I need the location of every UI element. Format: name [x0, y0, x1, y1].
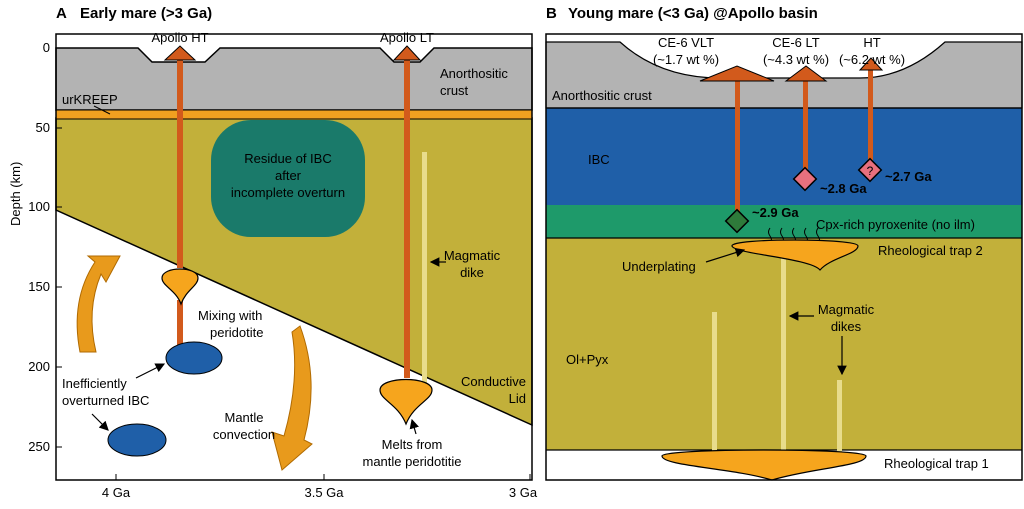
- vlt-vent-icon: [699, 65, 775, 82]
- y-axis-label: Depth (km): [8, 162, 23, 226]
- magmatic-dike-label: Magmatic: [444, 248, 501, 263]
- y-tick-label: 250: [28, 439, 50, 454]
- ibc-blob-upper: [165, 341, 223, 375]
- panel-a-letter: A: [56, 5, 67, 22]
- ibc-blob-lower: [107, 423, 167, 457]
- mixing-label: peridotite: [210, 325, 263, 340]
- melts-label: Melts from: [382, 437, 443, 452]
- x-axis: 4 Ga 3.5 Ga 3 Ga: [102, 474, 538, 500]
- apollo-ht-label: Apollo HT: [151, 30, 208, 45]
- apollo-lt-label: Apollo LT: [380, 30, 434, 45]
- urkreep-layer: [55, 109, 533, 120]
- vlt-conduit: [735, 80, 740, 218]
- urkreep-leader: [93, 105, 111, 115]
- inefficient-arrow-lower: [91, 413, 109, 431]
- panel-b-crust: [545, 41, 1023, 109]
- magmatic-dike-label: dike: [460, 265, 484, 280]
- residue-label: Residue of IBC: [244, 151, 331, 166]
- residue-label: after: [275, 168, 302, 183]
- apollo-ht-conduit: [177, 58, 183, 268]
- panel-a: A Early mare (>3 Ga) Depth: [8, 5, 538, 500]
- x-tick-label: 3.5 Ga: [304, 485, 344, 500]
- conductive-lid-label: Lid: [509, 391, 526, 406]
- ce6-vlt-label: (~1.7 wt %): [653, 52, 719, 67]
- ht-source-diamond-icon: [857, 157, 883, 183]
- underplating-label: Underplating: [622, 259, 696, 274]
- inefficient-ibc-label: overturned IBC: [62, 393, 149, 408]
- trap2-label: Rheological trap 2: [878, 243, 983, 258]
- apollo-lt-vent-icon: [392, 45, 422, 61]
- inefficient-ibc-label: Inefficiently: [62, 376, 127, 391]
- urkreep-label: urKREEP: [62, 92, 118, 107]
- apollo-ht-lower-conduit: [177, 300, 183, 348]
- panel-b: B Young mare (<3 Ga) @Apollo basin ?: [545, 5, 1023, 481]
- cpx-layer: [546, 205, 1022, 238]
- vlt-source-diamond-icon: [724, 208, 750, 234]
- anorthositic-crust-label: Anorthositic: [440, 66, 508, 81]
- y-tick-label: 50: [36, 120, 50, 135]
- age-29-label: ~2.9 Ga: [752, 205, 799, 220]
- inefficient-arrow-upper: [135, 363, 166, 379]
- apollo-lt-conduit: [404, 58, 410, 378]
- lt-conduit: [803, 80, 808, 176]
- residue-label: incomplete overturn: [231, 185, 345, 200]
- y-axis: Depth (km) 0 50 100 150 200 250: [8, 40, 62, 454]
- x-tick-label: 3 Ga: [509, 485, 538, 500]
- dike-1: [712, 312, 717, 452]
- mantle-convection-label: Mantle: [224, 410, 263, 425]
- anorthositic-crust-label: crust: [440, 83, 469, 98]
- mixing-label: Mixing with: [198, 308, 262, 323]
- lt-source-diamond-icon: [792, 166, 818, 192]
- ht-question-mark: ?: [867, 164, 874, 178]
- lt-melt-pod: [379, 379, 433, 426]
- y-tick-label: 150: [28, 279, 50, 294]
- mantle-convection-label: convection: [213, 427, 275, 442]
- ce6-lt-label: (~4.3 wt %): [763, 52, 829, 67]
- y-tick-label: 200: [28, 359, 50, 374]
- x-tick-label: 4 Ga: [102, 485, 131, 500]
- lt-vent-icon: [784, 65, 828, 82]
- magmatic-dikes-label: dikes: [831, 319, 862, 334]
- conductive-lid-label: Conductive: [461, 374, 526, 389]
- ht-conduit: [868, 68, 873, 166]
- dike-2: [781, 258, 786, 452]
- underplating-pod: [731, 239, 859, 271]
- trap1-pod: [661, 449, 867, 481]
- trap1-label: Rheological trap 1: [884, 456, 989, 471]
- age-27-label: ~2.7 Ga: [885, 169, 932, 184]
- ibc-layer: [546, 108, 1022, 205]
- dike-3: [837, 380, 842, 452]
- ht-label: HT: [863, 35, 880, 50]
- apollo-ht-vent-icon: [163, 45, 197, 61]
- cpx-label: Cpx-rich pyroxenite (no ilm): [816, 217, 975, 232]
- magmatic-dike: [422, 152, 427, 384]
- ht-vent-icon: [858, 57, 884, 71]
- olpyx-label: Ol+Pyx: [566, 352, 609, 367]
- panel-b-letter: B: [546, 5, 557, 22]
- ht-label: (~6.2 wt %): [839, 52, 905, 67]
- ibc-residue: [211, 120, 365, 237]
- convection-down-arrow-icon: [271, 325, 313, 471]
- age-28-label: ~2.8 Ga: [820, 181, 867, 196]
- magmatic-dikes-label: Magmatic: [818, 302, 875, 317]
- melts-arrow: [409, 418, 419, 435]
- panel-a-title: Early mare (>3 Ga): [80, 5, 212, 22]
- panel-a-frame: [55, 33, 533, 481]
- underplating-arrow: [705, 247, 746, 263]
- y-tick-label: 100: [28, 199, 50, 214]
- y-tick-label: 0: [43, 40, 50, 55]
- ibc-label: IBC: [588, 152, 610, 167]
- panel-b-crust-label: Anorthositic crust: [552, 88, 652, 103]
- ce6-lt-label: CE-6 LT: [772, 35, 819, 50]
- panel-b-frame: [545, 33, 1023, 481]
- convection-up-arrow-icon: [76, 255, 121, 353]
- ce6-vlt-label: CE-6 VLT: [658, 35, 714, 50]
- melts-label: mantle peridotitie: [363, 454, 462, 469]
- ht-melt-pod: [161, 268, 199, 306]
- panel-b-title: Young mare (<3 Ga) @Apollo basin: [568, 5, 818, 22]
